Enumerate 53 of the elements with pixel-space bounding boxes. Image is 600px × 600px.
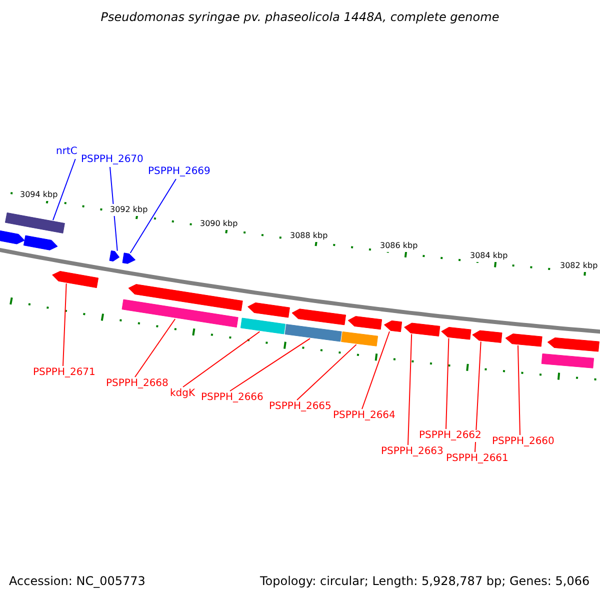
leader-line	[130, 178, 176, 254]
gene-label: PSPPH_2665	[269, 401, 332, 413]
gene-label: PSPPH_2668	[106, 378, 168, 390]
feature-bar	[240, 318, 286, 334]
accession-text: Accession: NC_005773	[9, 575, 146, 587]
feature-bar	[284, 324, 342, 342]
gene-label: PSPPH_2663	[381, 446, 444, 458]
gene-label: PSPPH_2669	[148, 166, 210, 178]
leader-line	[182, 331, 260, 388]
leader-line	[517, 344, 520, 436]
gene-feature	[441, 326, 472, 340]
gene-feature	[472, 330, 502, 343]
scale-label: 3086 kbp	[380, 240, 418, 252]
gene-label: PSPPH_2671	[33, 367, 96, 379]
scale-label: 3088 kbp	[290, 230, 328, 242]
leader-line	[134, 318, 176, 378]
leader-line	[474, 341, 482, 452]
leader-line	[230, 338, 310, 392]
gene-feature	[52, 270, 99, 288]
gene-label: kdgK	[170, 388, 196, 400]
genome-info-text: Topology: circular; Length: 5,928,787 bp; Genes: 5,066	[260, 575, 590, 587]
leader-line	[446, 338, 450, 430]
leader-line	[110, 166, 118, 252]
gene-label: PSPPH_2670	[81, 154, 144, 166]
gene-label: PSPPH_2666	[201, 392, 264, 404]
gene-feature	[547, 337, 600, 352]
gene-feature	[505, 334, 542, 347]
gene-feature	[23, 235, 58, 250]
scale-label: 3082 kbp	[560, 260, 598, 272]
feature-bar	[30, 217, 65, 234]
gene-feature	[292, 308, 346, 326]
feature-bar	[122, 299, 238, 328]
gene-feature	[0, 230, 25, 244]
gene-label: PSPPH_2661	[446, 453, 508, 465]
gene-label: PSPPH_2664	[333, 410, 396, 422]
leader-line	[362, 331, 390, 410]
leader-line	[62, 283, 67, 366]
gene-feature	[128, 284, 243, 312]
gene-feature	[384, 320, 402, 332]
gene-feature	[109, 250, 120, 262]
gene-label: PSPPH_2660	[492, 436, 554, 448]
gene-feature	[248, 302, 290, 318]
scale-label: 3090 kbp	[200, 218, 238, 230]
feature-bar	[4, 212, 32, 228]
scale-label: 3094 kbp	[20, 189, 58, 201]
gene-feature	[122, 252, 136, 264]
scale-label: 3092 kbp	[110, 204, 148, 216]
gene-label: PSPPH_2662	[419, 430, 482, 442]
feature-bar	[341, 331, 378, 346]
leader-line	[408, 334, 412, 446]
feature-bar	[541, 353, 594, 368]
scale-label: 3084 kbp	[470, 250, 508, 262]
leader-line	[52, 158, 76, 221]
